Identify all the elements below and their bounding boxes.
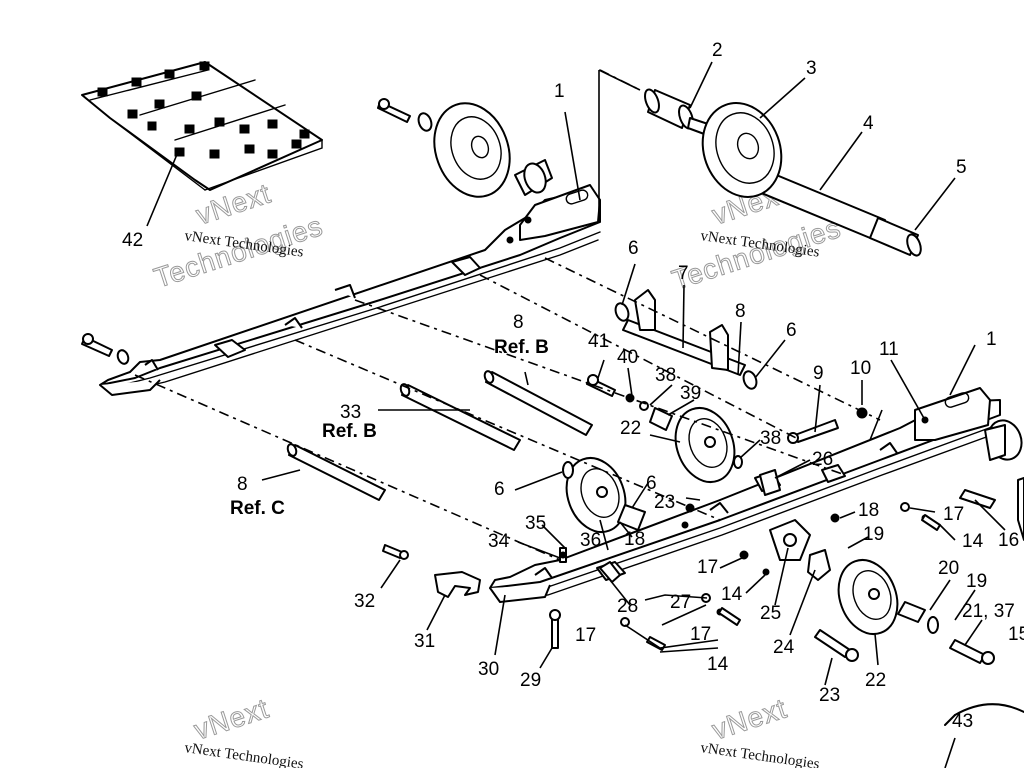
centerlines [134,69,881,561]
callout-36: 36 [580,530,601,551]
callout-23-b: 23 [819,685,840,706]
callout-17-c: 17 [690,624,711,645]
callout-39: 39 [680,383,701,404]
callout-1-left: 1 [554,81,565,102]
callout-ref-b-1: Ref. B [494,337,549,358]
callout-16: 16 [998,530,1019,551]
callout-22-a: 22 [620,418,641,439]
callout-6-c: 6 [494,479,505,500]
callout-6-d: 6 [646,473,657,494]
callout-38-a: 38 [655,365,676,386]
callout-17-d: 17 [575,625,596,646]
callout-30: 30 [478,659,499,680]
callout-25: 25 [760,603,781,624]
callout-9: 9 [813,363,824,384]
callout-17-a: 17 [943,504,964,525]
leader-lines [146,61,1006,768]
callout-29: 29 [520,670,541,691]
callout-8-b: 8 [513,312,524,333]
callout-31: 31 [414,631,435,652]
callout-7: 7 [678,263,689,284]
callout-6-b: 6 [786,320,797,341]
callout-11: 11 [879,339,899,360]
watermark-text-3: vNext Technologies [183,740,304,768]
callout-8-c: 8 [237,474,248,495]
callout-18-b: 18 [858,500,879,521]
callout-8-a: 8 [735,301,746,322]
callout-14-b: 14 [721,584,743,605]
callout-4: 4 [863,113,874,134]
callout-43: 43 [952,711,973,732]
callout-42: 42 [122,230,143,251]
left-slide-rail [99,184,601,396]
callout-41: 41 [588,331,609,352]
callout-20: 20 [938,558,959,579]
callout-15: 15 [1008,624,1024,645]
watermark-big-6: vNext [708,693,790,746]
lower-suspension-parts [620,419,1024,665]
callout-ref-c: Ref. C [230,498,285,519]
callout-19-b: 19 [966,571,987,592]
middle-wheels [562,374,868,533]
right-slide-rail [489,387,1001,603]
front-parts [382,544,621,649]
callout-14-c: 14 [707,654,729,675]
callout-ref-b-2: Ref. B [322,421,377,442]
callout-28: 28 [617,596,638,617]
callout-23-a: 23 [654,492,675,513]
rear-axle-assembly [644,88,922,257]
front-bolt-left [81,333,130,365]
callout-6-a: 6 [628,238,639,259]
callout-19-a: 19 [863,524,884,545]
callout-32: 32 [354,591,375,612]
callout-17-b: 17 [697,557,718,578]
watermark-text-4: vNext Technologies [699,740,820,768]
callout-40: 40 [617,347,638,368]
callout-35: 35 [525,513,546,534]
callout-14-a: 14 [962,531,984,552]
track-clip-plate-42 [81,61,323,191]
callout-33: 33 [340,402,361,423]
callout-1-right: 1 [986,329,997,350]
callout-10: 10 [850,358,871,379]
callout-34: 34 [488,531,510,552]
callout-21-37: 21, 37 [962,601,1015,622]
watermark-big-5: vNext [190,693,272,746]
upper-idler-wheel [377,98,553,198]
callout-18-a: 18 [624,529,645,550]
part-43-outline [944,703,1024,726]
callout-3: 3 [806,58,817,79]
callout-24: 24 [773,637,795,658]
callout-2: 2 [712,40,723,61]
callout-26: 26 [812,449,833,470]
callout-labels: 42 1 2 3 4 5 6 7 8 6 8 Ref. B 33 Ref. B … [122,40,1024,732]
callout-22-b: 22 [865,670,886,691]
callout-38-b: 38 [760,428,781,449]
callout-27: 27 [670,592,691,613]
callout-5: 5 [956,157,967,178]
